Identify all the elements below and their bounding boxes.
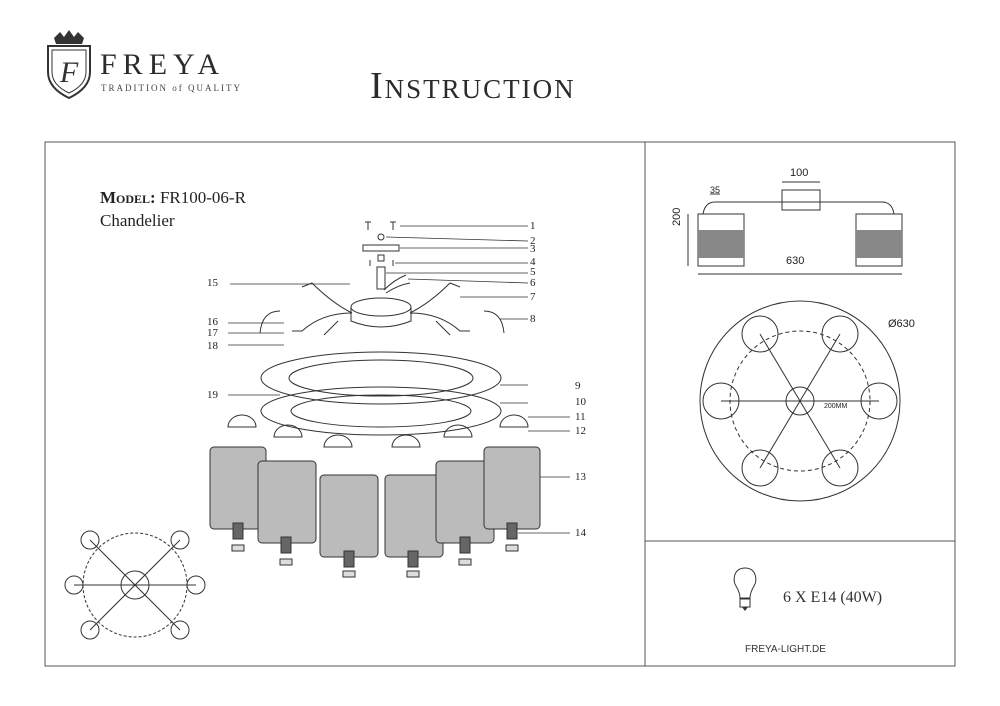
page-title: Instruction bbox=[370, 65, 576, 107]
crest-icon: F bbox=[47, 30, 91, 100]
top-view bbox=[699, 300, 901, 502]
part-number: 16 bbox=[207, 316, 218, 328]
nut-part bbox=[377, 233, 385, 241]
lamp-spec: 6 X E14 (40W) bbox=[783, 589, 883, 606]
model-code: FR100-06-R bbox=[159, 188, 246, 207]
rod-part bbox=[376, 266, 386, 290]
part-number: 17 bbox=[207, 327, 218, 339]
brand-tagline: TRADITION of QUALITY bbox=[101, 83, 242, 93]
dim-diameter: Ø630 bbox=[888, 318, 915, 330]
screw-part bbox=[365, 221, 371, 230]
part-number: 19 bbox=[207, 389, 218, 401]
dim-height: 200 bbox=[671, 207, 683, 226]
dim-inner: 200MM bbox=[824, 403, 848, 410]
website: FREYA-LIGHT.DE bbox=[745, 644, 826, 655]
part-number: 4 bbox=[530, 256, 536, 268]
brand-name: FREYA bbox=[100, 48, 226, 81]
side-view bbox=[687, 181, 903, 275]
arm-part bbox=[409, 282, 470, 332]
dim-offset: 35 bbox=[710, 185, 721, 195]
bulb-icon bbox=[733, 567, 757, 611]
part-number: 18 bbox=[207, 340, 218, 352]
small-top-view bbox=[64, 530, 206, 640]
decor-plate bbox=[260, 351, 502, 405]
part-number: 11 bbox=[575, 411, 586, 423]
decor-plate-lower bbox=[260, 386, 502, 436]
dim-top: 100 bbox=[790, 167, 809, 179]
part-number: 14 bbox=[575, 527, 586, 539]
cap-part bbox=[227, 414, 529, 448]
part-number: 1 bbox=[530, 220, 536, 232]
part-number: 3 bbox=[530, 243, 536, 255]
small-part bbox=[377, 254, 385, 262]
part-number: 10 bbox=[575, 396, 586, 408]
monogram: F bbox=[59, 56, 79, 89]
model-type: Chandelier bbox=[100, 211, 175, 230]
exploded-diagram bbox=[209, 221, 570, 578]
model-label: Model: bbox=[100, 188, 156, 207]
dim-width: 630 bbox=[786, 255, 805, 267]
part-number: 13 bbox=[575, 471, 586, 483]
screw-part bbox=[390, 221, 396, 230]
lamp-sockets bbox=[231, 522, 519, 578]
lamp-shades bbox=[209, 446, 541, 558]
part-number: 15 bbox=[207, 277, 218, 289]
part-number: 7 bbox=[530, 291, 536, 303]
arm-part bbox=[292, 282, 353, 332]
part-number: 6 bbox=[530, 277, 536, 289]
part-number: 12 bbox=[575, 425, 586, 437]
part-number: 2 bbox=[530, 235, 536, 247]
part-number: 9 bbox=[575, 380, 581, 392]
part-number: 8 bbox=[530, 313, 536, 325]
part-number: 5 bbox=[530, 266, 536, 278]
wire-part bbox=[383, 274, 411, 294]
model-line: Model: FR100-06-R bbox=[100, 188, 246, 208]
bracket-part bbox=[362, 244, 400, 252]
